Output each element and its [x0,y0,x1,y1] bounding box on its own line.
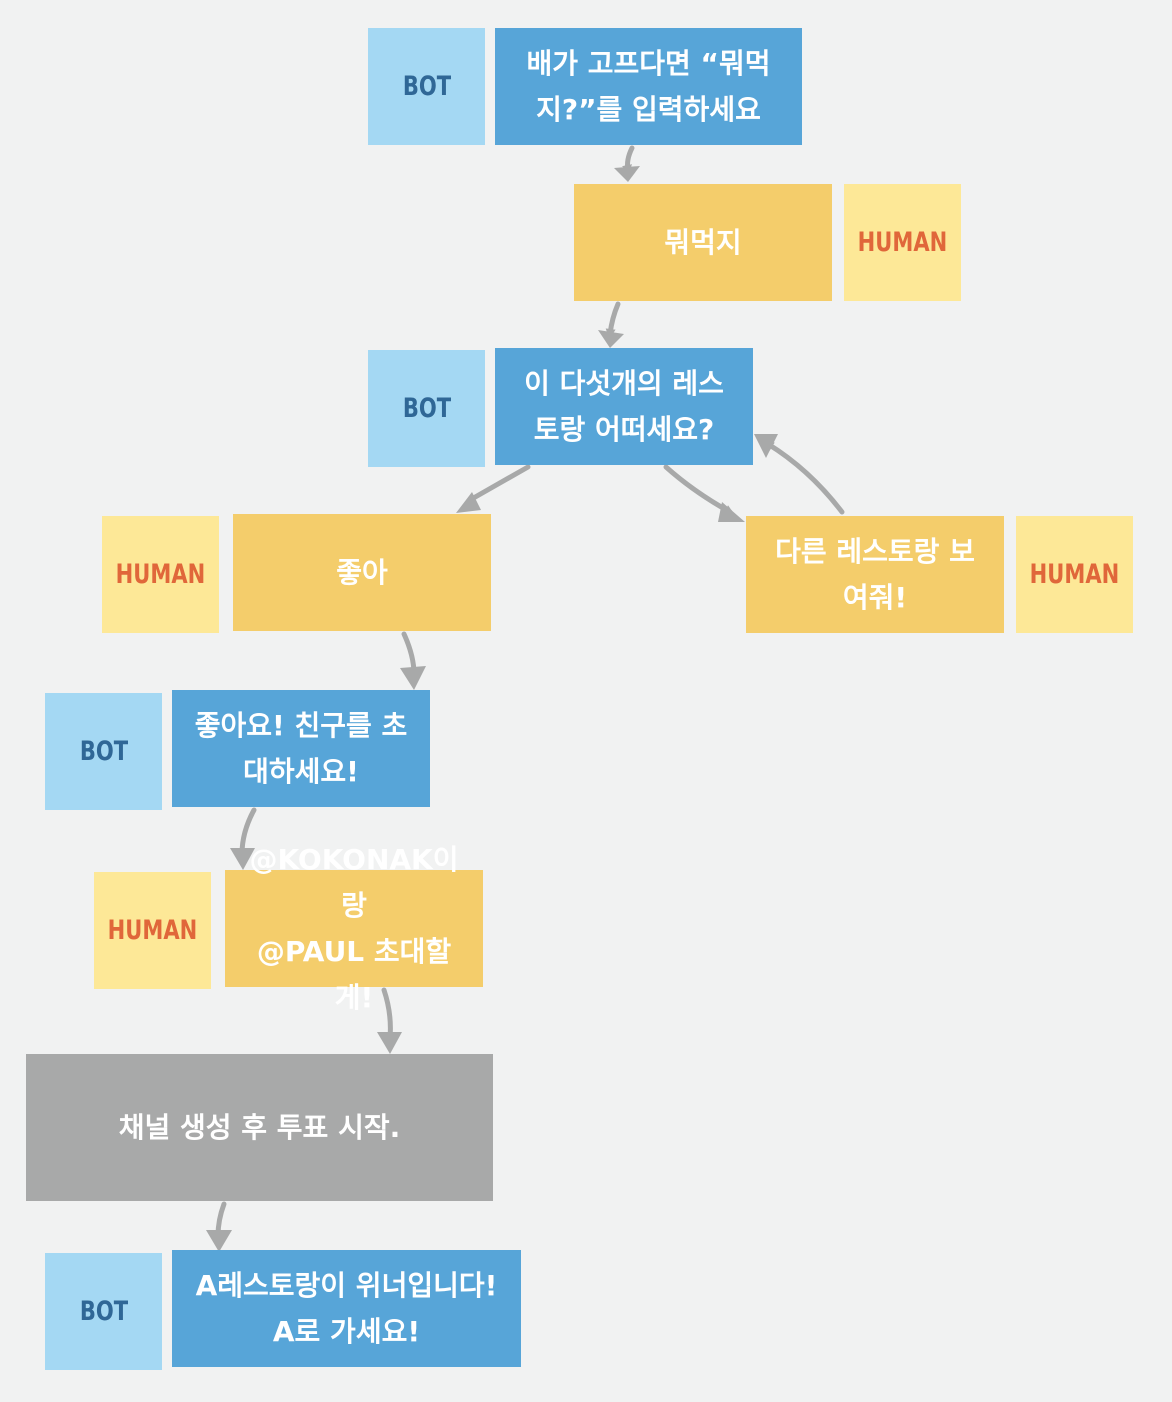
bot-tag-label: BOT [402,71,451,102]
human-tag: HUMAN [1016,516,1133,633]
human-tag-label: HUMAN [107,915,198,946]
bot-tag: BOT [368,350,485,467]
bot-tag-label: BOT [402,393,451,424]
arrow-n3-n5 [663,464,735,515]
human-tag-label: HUMAN [1029,559,1120,590]
arrow-n2-n3 [605,301,621,339]
human-tag: HUMAN [94,872,211,989]
human-message-invite-users: @KOKONAK이랑 @PAUL 초대할게! [225,843,483,1014]
bot-tag-label: BOT [79,1296,128,1327]
arrow-n4-n6 [401,631,419,679]
human-tag: HUMAN [844,184,961,301]
arrow-n3-n4 [465,464,531,503]
bot-tag: BOT [368,28,485,145]
bot-message-invite-friends: 좋아요! 친구를 초 대하세요! [172,690,430,807]
human-tag-label: HUMAN [857,227,948,258]
bot-tag-label: BOT [79,736,128,767]
arrow-n1-n2 [622,145,635,175]
human-message-ok: 좋아 [233,514,491,631]
bot-message-winner: A레스토랑이 위너입니다! A로 가세요! [172,1250,521,1367]
bot-message-hungry-prompt: 배가 고프다면 “뭐먹 지?”를 입력하세요 [495,28,802,145]
bot-tag: BOT [45,1253,162,1370]
bot-message-restaurant-suggestions: 이 다섯개의 레스 토랑 어떠세요? [495,348,753,465]
human-tag-label: HUMAN [115,559,206,590]
arrow-n8-n9 [213,1201,227,1241]
arrow-n5-n3 [763,441,845,515]
human-message-what-to-eat: 뭐먹지 [574,184,832,301]
human-tag: HUMAN [102,516,219,633]
system-message-create-channel-vote: 채널 생성 후 투표 시작. [26,1054,493,1201]
bot-tag: BOT [45,693,162,810]
human-message-show-other: 다른 레스토랑 보 여줘! [746,516,1004,633]
